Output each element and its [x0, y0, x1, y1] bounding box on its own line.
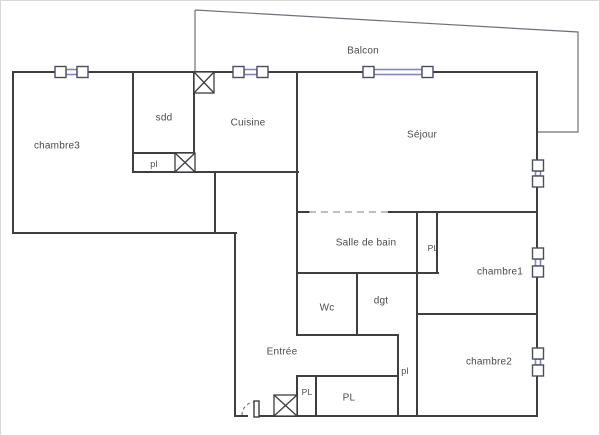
window-frame — [531, 347, 545, 360]
window-frame — [531, 364, 545, 377]
window-frame — [531, 175, 545, 188]
window-frame — [362, 65, 375, 79]
window-icon — [232, 65, 269, 79]
window-frame — [531, 265, 545, 278]
window-frame — [76, 65, 89, 79]
room-label-pl-sdd: pl — [150, 159, 158, 169]
room-label-pl-strip: pl — [401, 366, 409, 376]
window-frame — [531, 159, 545, 172]
room-label-salle-de-bain: Salle de bain — [335, 237, 397, 249]
room-label-pl-entree-small: PL — [301, 387, 313, 397]
room-label-wc: Wc — [319, 302, 335, 314]
room-label-pl-chambre1: PL — [427, 243, 439, 253]
window-icon — [531, 159, 545, 188]
entry-door-icon — [241, 400, 260, 418]
room-label-chambre2: chambre2 — [465, 356, 513, 368]
walls — [12, 71, 538, 417]
room-label-balcon: Balcon — [347, 45, 379, 57]
room-label-sdd: sdd — [155, 112, 173, 124]
window-frame — [531, 247, 545, 260]
room-label-chambre3: chambre3 — [33, 140, 81, 152]
window-frame — [421, 65, 434, 79]
balcony-outline — [194, 9, 579, 133]
room-label-pl-entree-large: PL — [342, 392, 356, 404]
room-label-dgt: dgt — [373, 295, 389, 307]
duct-box-cross — [273, 394, 298, 417]
room-label-cuisine: Cuisine — [230, 117, 266, 129]
room-label-entree: Entrée — [266, 346, 298, 358]
door-leaf — [253, 400, 260, 418]
room-label-sejour: Séjour — [406, 129, 438, 141]
window-icon — [54, 65, 89, 79]
duct-box-cross — [193, 71, 215, 94]
duct-box-icon — [174, 152, 196, 173]
balcony-edge — [194, 9, 579, 133]
window-icon — [531, 347, 545, 377]
window-icon — [531, 247, 545, 278]
window-frame — [232, 65, 245, 79]
window-frame — [54, 65, 67, 79]
duct-box-icon — [273, 394, 298, 417]
window-icon — [362, 65, 434, 79]
window-frame — [256, 65, 269, 79]
duct-box-icon — [193, 71, 215, 94]
duct-box-cross — [174, 152, 196, 173]
room-label-chambre1: chambre1 — [476, 266, 524, 278]
